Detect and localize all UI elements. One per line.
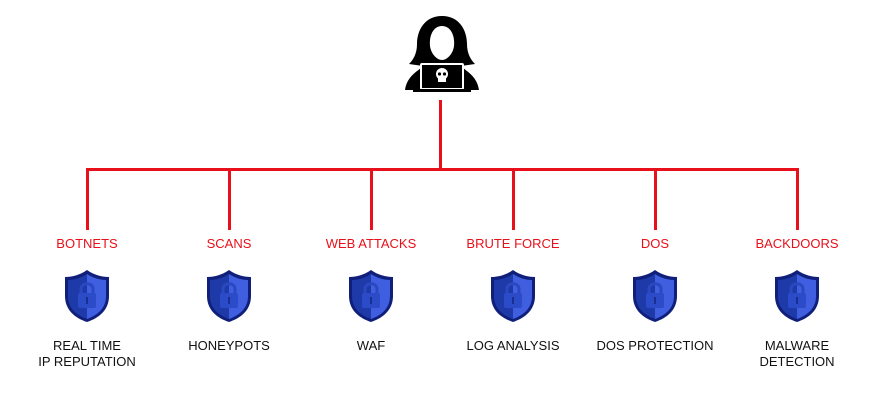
connector-drop <box>228 168 231 230</box>
defense-label: WAF <box>300 338 442 354</box>
shield-lock-icon <box>633 270 677 322</box>
attack-label: BRUTE FORCE <box>466 236 560 251</box>
connector-drop <box>86 168 89 230</box>
shield-lock-icon <box>775 270 819 322</box>
defense-label: DOS PROTECTION <box>584 338 726 354</box>
defense-label: HONEYPOTS <box>158 338 300 354</box>
defense-label: REAL TIME IP REPUTATION <box>16 338 158 370</box>
connector-drop <box>512 168 515 230</box>
defense-line-1: WAF <box>356 338 386 353</box>
defense-line-1: HONEYPOTS <box>188 338 270 353</box>
defense-label: MALWARE DETECTION <box>726 338 868 370</box>
connector-drop <box>796 168 799 230</box>
connector-trunk <box>439 100 442 170</box>
defense-line-1: REAL TIME <box>53 338 121 353</box>
shield-lock-icon <box>349 270 393 322</box>
attack-label: BOTNETS <box>56 236 118 251</box>
attack-label: WEB ATTACKS <box>325 236 417 251</box>
defense-line-2: IP REPUTATION <box>38 354 136 369</box>
hacker-icon <box>405 16 479 92</box>
attack-label: SCANS <box>206 236 252 251</box>
attack-label: BACKDOORS <box>755 236 839 251</box>
shield-lock-icon <box>207 270 251 322</box>
defense-line-2: DETECTION <box>759 354 835 369</box>
shield-lock-icon <box>491 270 535 322</box>
defense-line-1: MALWARE <box>764 338 830 353</box>
defense-label: LOG ANALYSIS <box>442 338 584 354</box>
connector-drop <box>370 168 373 230</box>
defense-line-1: DOS PROTECTION <box>596 338 714 353</box>
defense-line-1: LOG ANALYSIS <box>466 338 560 353</box>
shield-lock-icon <box>65 270 109 322</box>
attack-label: DOS <box>640 236 670 251</box>
connector-bus <box>86 168 799 171</box>
connector-drop <box>654 168 657 230</box>
